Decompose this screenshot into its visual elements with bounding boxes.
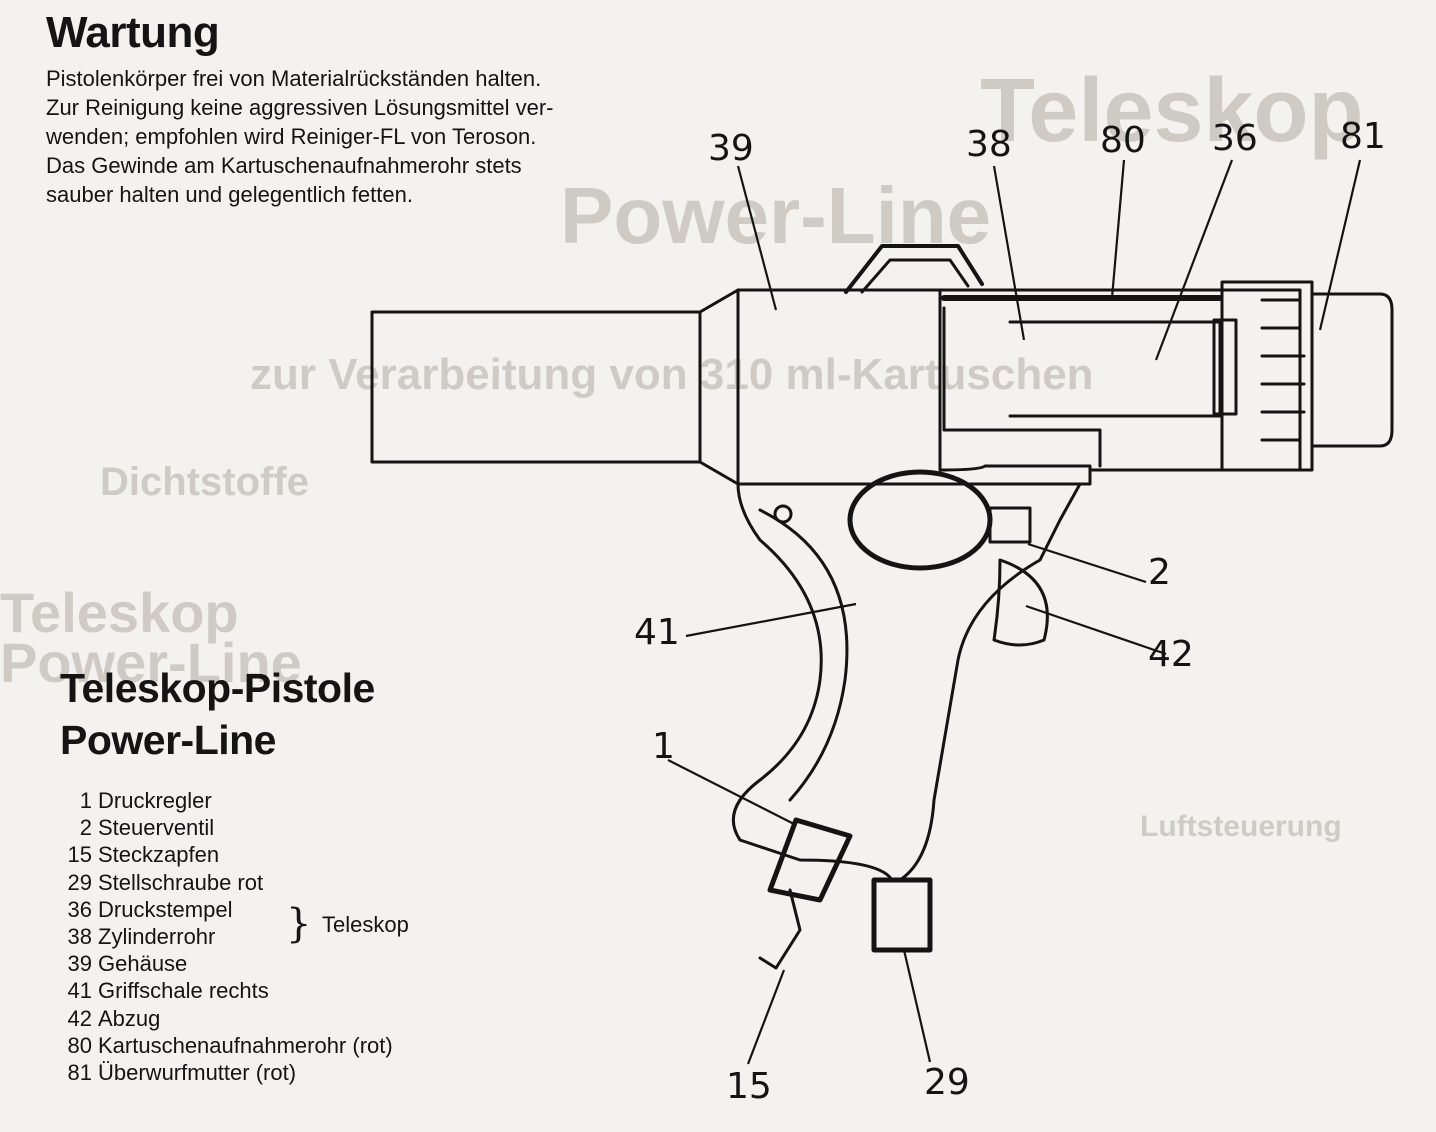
rear-cap	[1310, 292, 1394, 448]
part-name: Stellschraube rot	[98, 869, 264, 895]
leader-29	[902, 949, 932, 1063]
cylinder-inner	[942, 306, 1102, 468]
cylinder-tube	[938, 288, 1302, 472]
callout-41: 41	[634, 612, 680, 653]
group-label: Teleskop	[322, 912, 409, 937]
screw-head	[773, 504, 793, 524]
show-through-text: Teleskop	[0, 581, 239, 644]
intro-line: sauber halten und gelegentlich fetten.	[46, 182, 413, 207]
part-number: 81	[67, 1060, 92, 1086]
part-number: 2	[79, 815, 92, 841]
intro-line: Pistolenkörper frei von Materialrückstän…	[46, 66, 542, 91]
trigger	[992, 558, 1049, 647]
leader-36	[1154, 159, 1234, 361]
show-through-text: Luftsteuerung	[1140, 810, 1342, 843]
part-name: Steckzapfen	[98, 842, 220, 868]
callout-80: 80	[1100, 120, 1146, 161]
part-number: 38	[67, 924, 92, 950]
part-name: Druckregler	[98, 788, 212, 813]
callout-81: 81	[1340, 116, 1386, 157]
callout-2: 2	[1148, 552, 1171, 593]
grip-inner-line	[758, 508, 849, 802]
callout-29: 29	[924, 1062, 970, 1103]
leader-2	[1027, 542, 1147, 584]
leader-41	[685, 602, 857, 638]
section-title: Wartung	[46, 8, 220, 57]
product-title-line2: Power-Line	[60, 717, 276, 763]
product-title: Teleskop-Pistole Power-Line	[60, 662, 375, 766]
part-number: 1	[79, 788, 92, 813]
carry-hook-inner	[860, 258, 970, 294]
part-number: 80	[67, 1032, 92, 1058]
callout-15: 15	[726, 1066, 772, 1107]
part-name: Gehäuse	[98, 951, 188, 977]
callout-38: 38	[966, 124, 1012, 165]
piston-head	[1212, 318, 1238, 416]
show-through-text: Dichtstoffe	[100, 460, 309, 504]
show-through-text: zur Verarbeitung von 310 ml-Kartuschen	[250, 350, 1094, 399]
leader-81	[1318, 159, 1362, 331]
grip-shell	[731, 482, 1082, 882]
part-name: Überwurfmutter (rot)	[98, 1060, 297, 1086]
intro-text: Pistolenkörper frei von Materialrückstän…	[46, 64, 676, 209]
housing-body	[736, 288, 1092, 486]
nozzle-tube	[370, 310, 702, 464]
control-valve	[847, 469, 993, 571]
piston-rod	[1008, 320, 1222, 418]
leader-39	[736, 165, 778, 311]
show-through-text: Teleskop	[980, 61, 1364, 161]
leader-1	[667, 759, 795, 825]
nut-thread	[1260, 298, 1306, 442]
plug-connector	[767, 817, 853, 903]
leader-15	[746, 969, 786, 1065]
part-name: Steuerventil	[98, 815, 215, 841]
curly-brace-icon: }	[286, 901, 312, 947]
leader-38	[992, 165, 1026, 341]
leader-80	[1110, 159, 1126, 299]
union-nut	[1220, 280, 1314, 472]
callout-1: 1	[652, 726, 675, 767]
callout-36: 36	[1212, 118, 1258, 159]
callout-42: 42	[1148, 634, 1194, 675]
intro-line: wenden; empfohlen wird Reiniger-FL von T…	[46, 124, 537, 149]
setscrew	[871, 877, 933, 953]
part-name: Griffschale rechts	[98, 978, 269, 1004]
part-name: Zylinderrohr	[98, 924, 216, 950]
part-number: 29	[67, 869, 92, 895]
intro-line: Zur Reinigung keine aggressiven Lösungsm…	[46, 95, 554, 120]
part-number: 41	[67, 978, 92, 1004]
part-number: 15	[67, 842, 92, 868]
intro-line: Das Gewinde am Kartuschenaufnahmerohr st…	[46, 153, 522, 178]
part-name: Druckstempel	[98, 896, 233, 922]
show-through-text: Power-Line	[0, 631, 302, 694]
callout-39: 39	[708, 128, 754, 169]
control-valve-stem	[988, 506, 1032, 544]
part-number: 39	[67, 951, 92, 977]
carry-hook	[844, 244, 984, 294]
part-name: Kartuschenaufnahmerohr (rot)	[98, 1032, 393, 1058]
leader-42	[1025, 604, 1167, 656]
product-title-line1: Teleskop-Pistole	[60, 665, 375, 711]
housing-cone	[698, 288, 740, 486]
plug-stem	[758, 888, 802, 970]
part-number: 42	[67, 1005, 92, 1031]
part-name: Abzug	[98, 1005, 161, 1031]
part-number: 36	[67, 896, 92, 922]
